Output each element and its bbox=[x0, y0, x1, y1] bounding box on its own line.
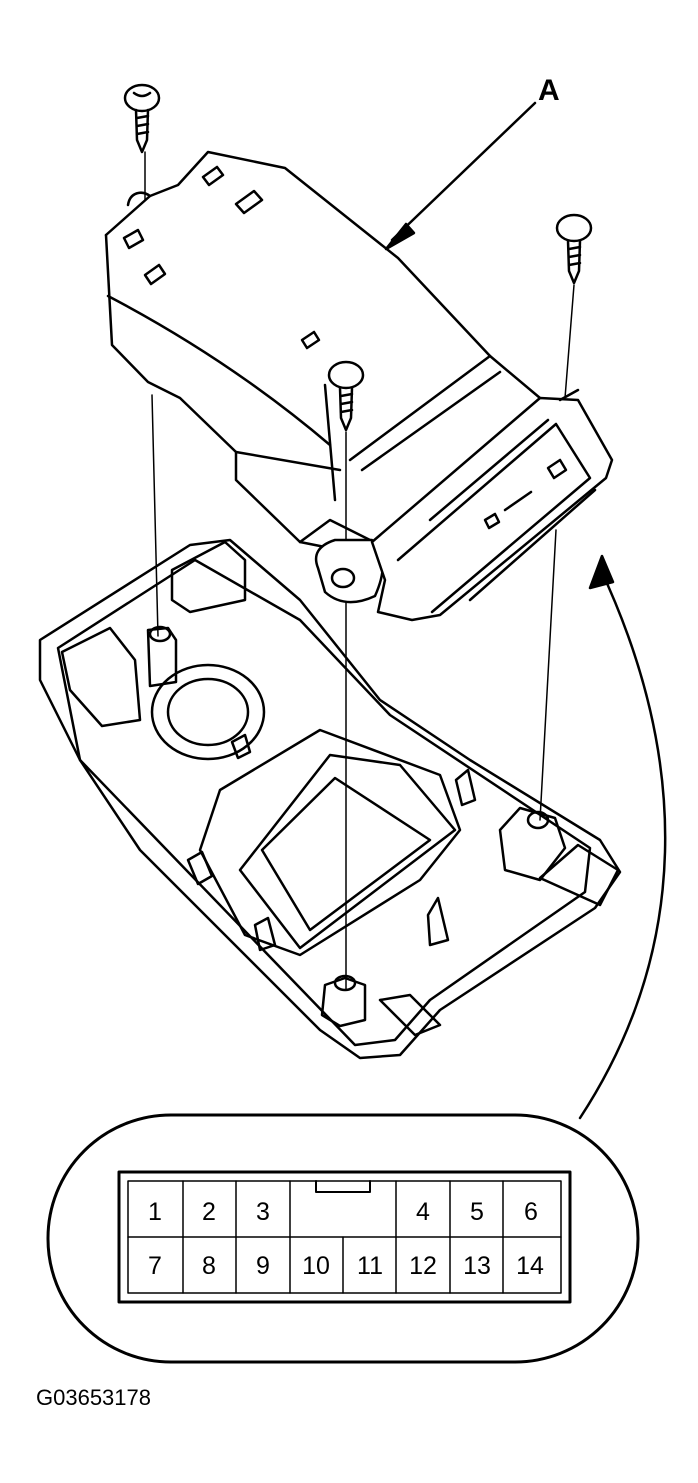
connector-pin-top-5: 4 bbox=[416, 1198, 430, 1226]
connector-pin-top-3: 3 bbox=[256, 1198, 270, 1226]
connector-pin-bottom-3: 9 bbox=[256, 1252, 270, 1280]
screw-guide-lines bbox=[144, 151, 575, 991]
connector-pin-top-7: 6 bbox=[524, 1198, 538, 1226]
connector-pin-bottom-8: 14 bbox=[516, 1252, 544, 1280]
screw-center bbox=[327, 360, 365, 432]
connector-pin-bottom-1: 7 bbox=[148, 1252, 162, 1280]
callout-arrow bbox=[384, 101, 537, 251]
connector-pin-top-1: 1 bbox=[148, 1198, 162, 1226]
figure-code: G03653178 bbox=[36, 1385, 151, 1410]
switch-module-a bbox=[104, 150, 614, 622]
screw-right bbox=[555, 213, 593, 285]
connector-pin-bottom-2: 8 bbox=[202, 1252, 216, 1280]
console-panel bbox=[38, 538, 622, 1060]
screw-left bbox=[123, 83, 161, 154]
connector-pin-bottom-4: 10 bbox=[302, 1252, 330, 1280]
connector-pin-bottom-6: 12 bbox=[409, 1252, 437, 1280]
connector-pin-bottom-5: 11 bbox=[357, 1252, 383, 1280]
connector-detail-view bbox=[46, 1113, 640, 1364]
connector-pin-top-6: 5 bbox=[470, 1198, 484, 1226]
callout-label-a: A bbox=[538, 74, 560, 107]
connector-pin-bottom-7: 13 bbox=[463, 1252, 491, 1280]
connector-view-arrow bbox=[578, 554, 667, 1120]
connector-pin-top-2: 2 bbox=[202, 1198, 216, 1226]
